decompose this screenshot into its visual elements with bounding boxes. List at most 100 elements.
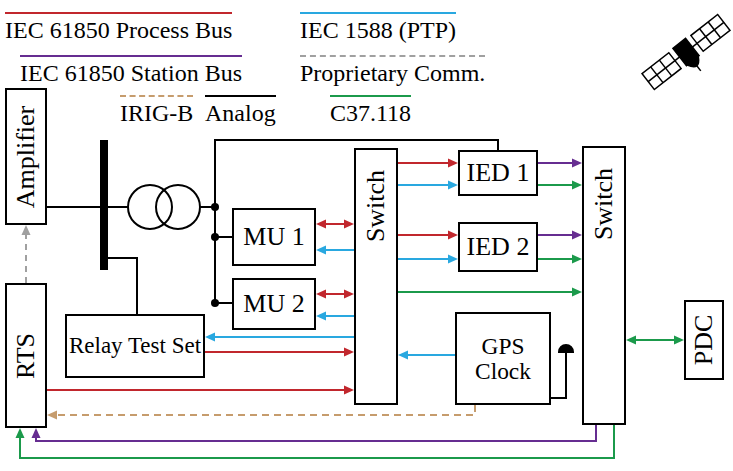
legend-entry: Proprietary Comm.: [300, 55, 485, 86]
connector-line: [538, 258, 574, 260]
signal-connector: [538, 231, 582, 240]
connector-line: [55, 405, 475, 415]
connector-line: [398, 162, 450, 164]
node-label: Relay Test Set: [69, 334, 201, 358]
junction-dots: [211, 203, 219, 307]
node-label: MU 1: [243, 223, 304, 250]
node-label: IED 1: [467, 159, 530, 186]
signal-connector: [32, 425, 597, 441]
connector-line: [213, 336, 354, 338]
arrowhead: [47, 411, 57, 420]
connector-line: [205, 351, 346, 353]
signal-connector: [16, 425, 615, 458]
connector-line: [398, 184, 450, 186]
arrowhead: [448, 181, 458, 190]
arrowhead: [344, 386, 354, 395]
signal-connector: [316, 246, 354, 255]
gps-antenna: [551, 345, 573, 398]
ethernet-switch: Switch: [582, 146, 626, 425]
signal-connector: [205, 333, 354, 342]
node-label: RTS: [12, 332, 39, 378]
node-label: GPS Clock: [457, 334, 549, 383]
connector-line: [25, 233, 27, 283]
satellite-icon: [641, 14, 733, 101]
connector-line: [634, 339, 676, 341]
arrowhead: [448, 255, 458, 264]
signal-connector: [47, 386, 354, 395]
signal-connector: [316, 312, 354, 321]
connector-line: [324, 293, 346, 295]
arrowhead: [572, 159, 582, 168]
legend-entry: C37.118: [330, 95, 411, 126]
legend-entry: IEC 61850 Station Bus: [20, 55, 242, 86]
signal-connector: [398, 159, 458, 168]
connector-line: [324, 249, 354, 251]
arrowhead: [448, 159, 458, 168]
signal-connector: [626, 336, 684, 345]
signal-connector: [398, 288, 582, 297]
arrowhead: [448, 231, 458, 240]
arrowhead: [572, 231, 582, 240]
signal-connector: [316, 220, 354, 229]
arrowhead: [316, 290, 326, 299]
arrowhead: [316, 246, 326, 255]
arrowhead: [344, 220, 354, 229]
connector-line: [538, 234, 574, 236]
arrowhead: [22, 225, 31, 235]
ethernet-switch: Switch: [354, 148, 398, 405]
signal-connector: [398, 351, 455, 360]
signal-connector: [316, 290, 354, 299]
signal-connector: [47, 405, 475, 420]
node-label: IED 2: [467, 233, 530, 260]
node-label: Switch: [590, 168, 617, 240]
relay-test-set: Relay Test Set: [65, 314, 205, 378]
arrowhead: [572, 181, 582, 190]
ied-box: IED 2: [458, 222, 538, 272]
node-label: Switch: [362, 170, 389, 242]
legend-entry: Analog: [205, 95, 276, 126]
legend-entry: IEC 61850 Process Bus: [5, 12, 232, 43]
arrowhead: [674, 336, 684, 345]
legend-entry: IEC 1588 (PTP): [300, 12, 456, 43]
arrowhead: [32, 428, 41, 438]
arrowhead: [344, 290, 354, 299]
arrowhead: [316, 220, 326, 229]
connector-line: [538, 184, 574, 186]
connector-line: [398, 234, 450, 236]
arrowhead: [205, 333, 215, 342]
arrowhead: [572, 255, 582, 264]
arrowhead: [16, 428, 25, 438]
legend-entry: IRIG-B: [120, 95, 193, 126]
node-label: PDC: [690, 315, 717, 366]
connector-line: [47, 389, 346, 391]
connector-line: [398, 291, 574, 293]
merging-unit: MU 2: [232, 278, 316, 330]
arrowhead: [572, 288, 582, 297]
node-label: Amplifier: [12, 105, 39, 208]
connector-line: [20, 425, 614, 458]
arrowhead: [626, 336, 636, 345]
amplifier-box: Amplifier: [5, 88, 47, 225]
signal-connector: [538, 181, 582, 190]
signal-connector: [205, 348, 354, 357]
connector-line: [398, 258, 450, 260]
signal-connector: [398, 255, 458, 264]
signal-connector: [538, 255, 582, 264]
connector-line: [324, 223, 346, 225]
signal-connector: [398, 181, 458, 190]
rts-box: RTS: [5, 283, 47, 428]
arrowhead: [316, 312, 326, 321]
gps-clock: GPS Clock: [455, 312, 551, 405]
connector-line: [538, 162, 574, 164]
connector-line: [324, 315, 354, 317]
node-label: MU 2: [243, 290, 304, 317]
pdc-box: PDC: [684, 300, 724, 380]
connector-line: [406, 354, 455, 356]
arrowhead: [344, 348, 354, 357]
merging-unit: MU 1: [232, 208, 316, 266]
bus-bar: [100, 140, 108, 270]
arrowhead: [398, 351, 408, 360]
signal-connector: [538, 159, 582, 168]
connector-line: [36, 425, 596, 441]
